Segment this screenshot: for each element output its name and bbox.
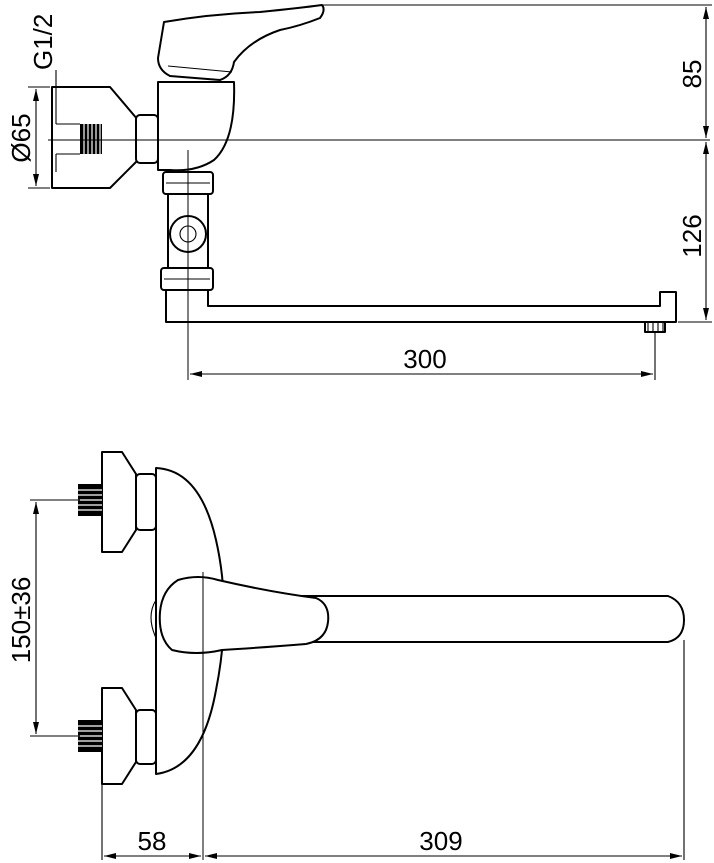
side-view-dimensions bbox=[28, 4, 712, 380]
lower-eccentric-nut bbox=[135, 709, 157, 765]
lever-handle bbox=[157, 4, 325, 81]
upper-eccentric-nut bbox=[135, 473, 157, 531]
label-connection-spacing: 150±36 bbox=[6, 577, 36, 664]
mixer-body bbox=[157, 81, 236, 172]
lever-handle-top bbox=[158, 576, 330, 654]
label-spout-length-top: 309 bbox=[419, 826, 462, 856]
label-wall-offset: 58 bbox=[138, 826, 167, 856]
lower-wall-flange bbox=[101, 687, 137, 785]
spout-side bbox=[165, 289, 677, 323]
label-diameter: Ø65 bbox=[6, 113, 36, 162]
side-view bbox=[48, 4, 710, 380]
label-thread: G1/2 bbox=[28, 14, 58, 70]
connection-nut bbox=[135, 114, 159, 164]
threaded-inlet bbox=[80, 124, 102, 154]
label-height-top: 85 bbox=[677, 60, 707, 89]
upper-wall-flange bbox=[101, 451, 137, 553]
label-height-spout: 126 bbox=[677, 214, 707, 257]
top-view-dimensions bbox=[30, 499, 685, 860]
label-spout-length-side: 300 bbox=[403, 344, 446, 374]
top-view bbox=[78, 451, 685, 860]
